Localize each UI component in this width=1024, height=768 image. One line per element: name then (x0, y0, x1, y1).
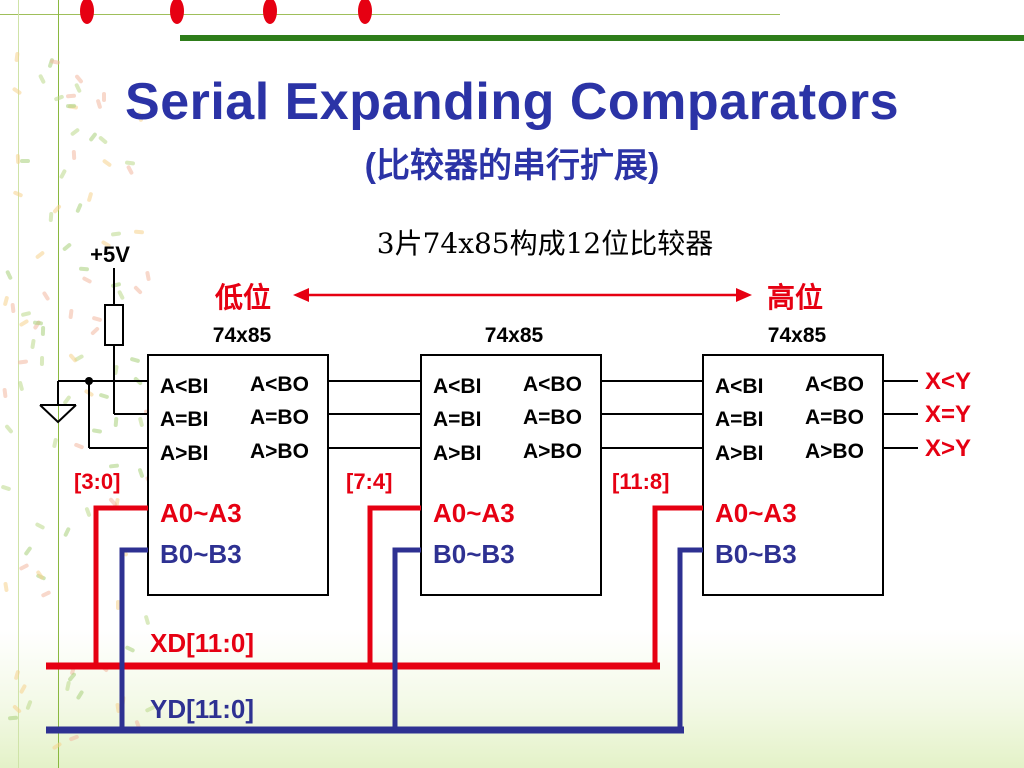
diagram-caption: 3片74x85构成12位比较器 (376, 227, 714, 260)
yd-bus-tap (677, 547, 703, 730)
pin-altbi: A<BI (160, 375, 208, 398)
high-bits-label: 高位 (767, 281, 823, 313)
output-x-gt-y: X>Y (925, 435, 971, 462)
yd-bus-tap (392, 547, 421, 730)
chip-name: 74x85 (213, 324, 272, 347)
xd-bus-tap (652, 505, 703, 666)
comparator-chip: 74x85 A<BI A=BI A>BI A<BO A=BO A>BO A0~A… (346, 324, 602, 596)
xd-bus-tap (367, 505, 421, 666)
pin-b-bus: B0~B3 (433, 539, 515, 569)
chip-name: 74x85 (485, 324, 544, 347)
bit-range-label: [3:0] (74, 469, 120, 494)
chip-body (147, 354, 329, 596)
xd-bus-tap (93, 505, 148, 666)
pin-aeqbo: A=BO (250, 406, 309, 429)
leaf-decoration (20, 159, 30, 163)
pin-a-bus: A0~A3 (433, 498, 515, 528)
pin-agtbi: A>BI (433, 442, 481, 465)
yd-bus-label: YD[11:0] (150, 694, 254, 724)
pin-agtbi: A>BI (715, 442, 763, 465)
pin-b-bus: B0~B3 (715, 539, 797, 569)
output-x-lt-y: X<Y (925, 368, 971, 395)
comparator-chip: 74x85 A<BI A=BI A>BI A<BO A=BO A>BO A0~A… (74, 324, 329, 596)
pullup-resistor (104, 304, 124, 346)
pin-a-bus: A0~A3 (160, 498, 242, 528)
chip-body (702, 354, 884, 596)
pin-aeqbi: A=BI (160, 408, 208, 431)
pin-altbo: A<BO (523, 373, 582, 396)
red-dot-decoration (263, 0, 277, 24)
page-subtitle: (比较器的串行扩展) (364, 147, 660, 185)
page-title: Serial Expanding Comparators (125, 73, 899, 131)
pin-aeqbi: A=BI (715, 408, 763, 431)
pin-agtbo: A>BO (250, 440, 309, 463)
pin-b-bus: B0~B3 (160, 539, 242, 569)
xd-bus-label: XD[11:0] (150, 628, 254, 658)
top-green-bar (180, 35, 1024, 41)
comparator-chip: 74x85 A<BI A=BI A>BI A<BO A=BO A>BO A0~A… (612, 324, 884, 596)
arrow-right-icon (736, 288, 752, 302)
bit-range-label: [7:4] (346, 469, 392, 494)
pin-agtbo: A>BO (805, 440, 864, 463)
yd-bus-tap (119, 547, 148, 730)
pin-aeqbi: A=BI (433, 408, 481, 431)
ground-icon (39, 404, 77, 424)
pin-altbo: A<BO (250, 373, 309, 396)
power-label: +5V (90, 242, 130, 267)
top-thin-rule (0, 14, 780, 15)
red-dot-decoration (170, 0, 184, 24)
output-x-eq-y: X=Y (925, 401, 971, 428)
chip-name: 74x85 (768, 324, 827, 347)
pin-altbo: A<BO (805, 373, 864, 396)
red-dot-decoration (358, 0, 372, 24)
pin-agtbo: A>BO (523, 440, 582, 463)
chip-body (420, 354, 602, 596)
red-dot-decoration (80, 0, 94, 24)
bit-range-label: [11:8] (612, 469, 669, 494)
low-bits-label: 低位 (214, 281, 271, 313)
arrow-left-icon (293, 288, 309, 302)
pin-altbi: A<BI (715, 375, 763, 398)
pin-altbi: A<BI (433, 375, 481, 398)
pin-a-bus: A0~A3 (715, 498, 797, 528)
pin-aeqbo: A=BO (805, 406, 864, 429)
pin-aeqbo: A=BO (523, 406, 582, 429)
pin-agtbi: A>BI (160, 442, 208, 465)
